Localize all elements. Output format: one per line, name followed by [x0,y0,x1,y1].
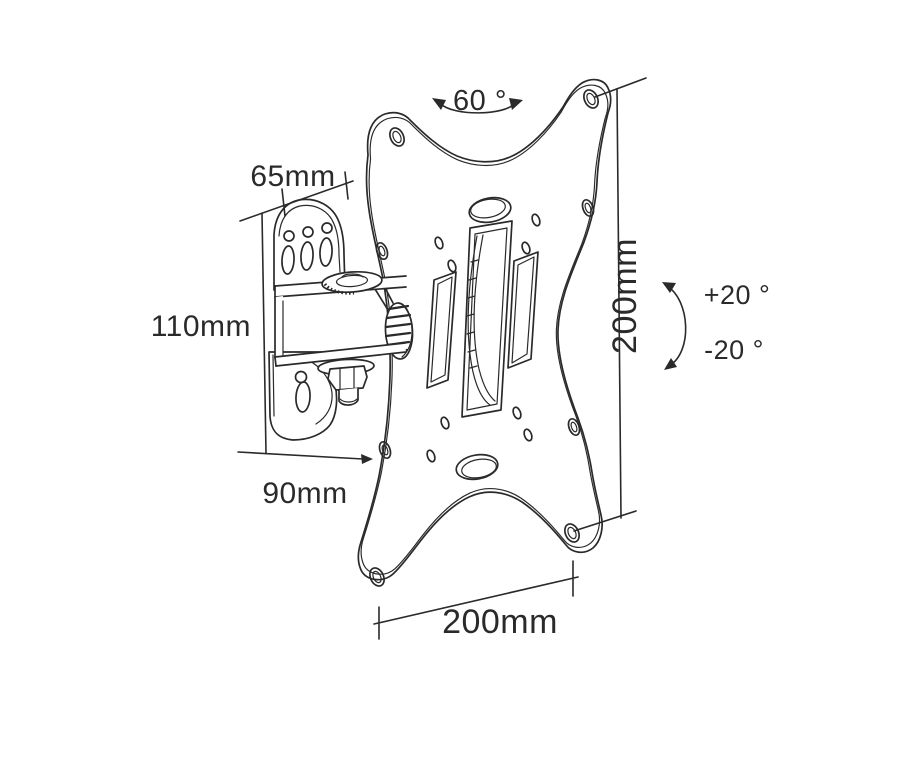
dimension-plate-height: 200mm [573,77,647,532]
keyhole-slots-upper [281,222,333,275]
top-oval-cutout [468,196,512,224]
hex-nut [327,365,368,391]
bracket-height-label: 110mm [151,310,251,343]
swivel-arrow-right [509,98,523,110]
tilt-angle-annotation: +20 ° -20 ° [662,280,770,370]
corner-mounting-holes [369,89,599,587]
edge-mounting-holes [375,198,595,460]
swivel-disc [321,270,383,295]
tilt-down-label: -20 ° [704,335,764,365]
swivel-angle-label: 60 ° [453,85,507,117]
plate-width-label: 200mm [442,603,558,641]
dimension-bracket-width: 65mm [239,160,354,222]
vesa-plate-outline [357,78,612,581]
arm-link [374,288,389,311]
vesa-plate-inner-edge [360,84,609,575]
wall-bracket [268,198,407,441]
arm-depth-label: 90mm [262,477,347,510]
swivel-angle-annotation: 60 ° [432,85,523,117]
tilt-arrow-up [662,282,676,293]
keyhole-slot-lower [294,370,311,413]
slot-hatching [466,259,479,369]
dimension-arm-depth: 90mm [237,451,373,510]
dimension-bracket-height: 110mm [151,212,267,454]
wall-plate-upper [273,198,346,291]
wall-plate-lower-inner [298,355,333,425]
bolt-end [338,387,359,406]
plate-height-label: 200mm [606,238,644,354]
tilt-up-label: +20 ° [704,280,771,310]
bracket-width-label: 65mm [250,160,335,193]
tilt-arrow-down [664,358,677,370]
right-slot [507,251,539,369]
left-slot [426,271,457,389]
central-slot [461,220,513,418]
swivel-arrow-left [432,98,446,110]
bottom-oval-cutout [455,453,499,481]
vesa-plate [357,78,612,587]
vesa-pattern-holes [426,213,541,463]
arm-depth-arrow [361,454,373,464]
dimension-plate-width: 200mm [373,560,579,641]
